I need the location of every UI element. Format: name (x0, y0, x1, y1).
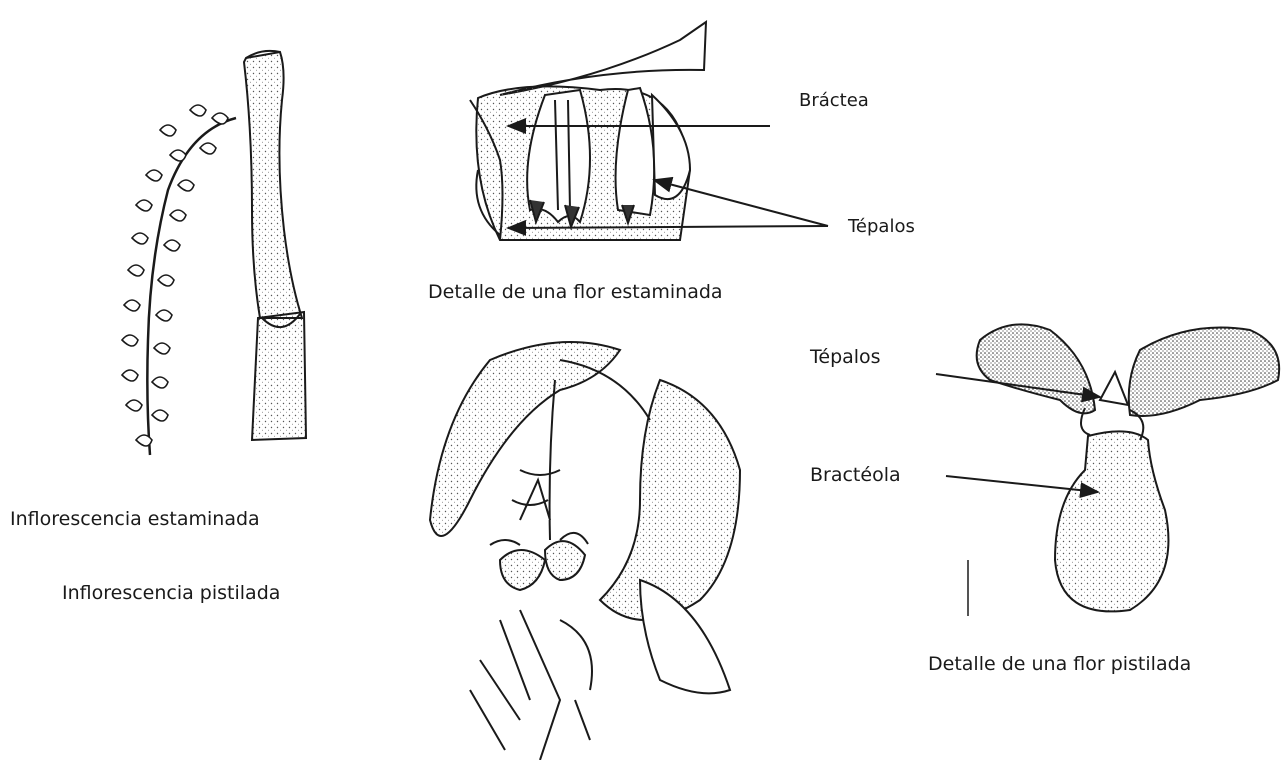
pistillate-inflorescence-drawing (430, 342, 740, 760)
caption-pistillate-flower: Detalle de una flor pistilada (928, 655, 1191, 674)
staminate-flower-detail-drawing (470, 22, 706, 240)
caption-staminate-flower: Detalle de una flor estaminada (428, 283, 723, 302)
label-bractea: Bráctea (799, 92, 869, 110)
label-bracteola: Bractéola (810, 466, 901, 485)
pistillate-flower-detail-drawing (968, 324, 1279, 616)
label-tepalos-pistillate: Tépalos (810, 348, 881, 367)
caption-pistillate-inflorescence: Inflorescencia pistilada (62, 584, 280, 603)
staminate-inflorescence-drawing (122, 51, 306, 455)
label-tepalos-staminate: Tépalos (848, 218, 915, 236)
caption-staminate-inflorescence: Inflorescencia estaminada (10, 510, 260, 529)
